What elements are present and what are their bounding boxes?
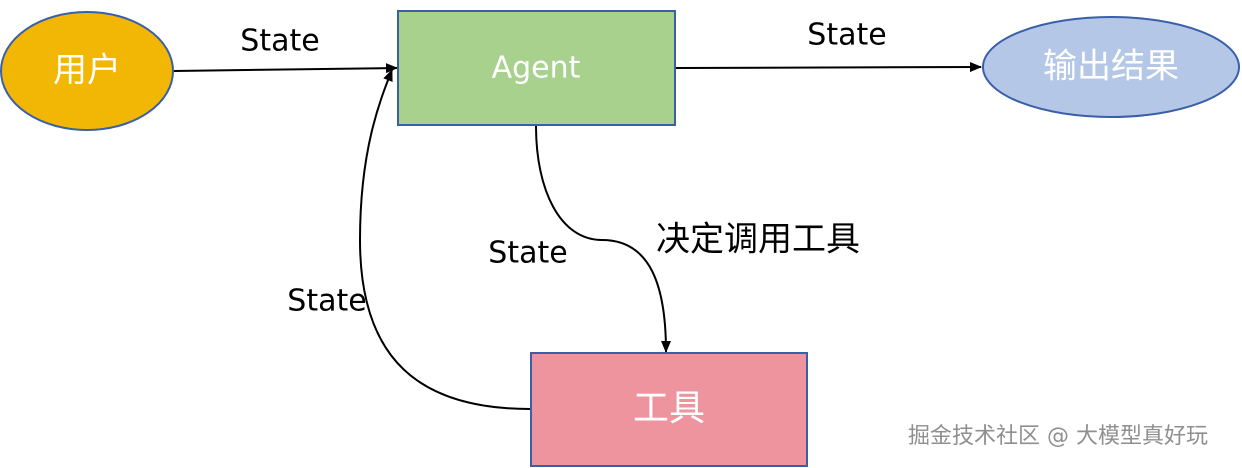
label-agent-to-tool-decision: 决定调用工具 <box>656 220 860 260</box>
tool-label: 工具 <box>633 388 705 429</box>
user-ellipse <box>0 11 174 131</box>
edge-tool-to-agent <box>358 69 531 410</box>
label-tool-to-agent: State <box>287 284 366 319</box>
label-agent-to-output: State <box>807 18 886 53</box>
node-agent: Agent <box>397 10 676 126</box>
edge-agent-to-tool <box>535 125 671 353</box>
agent-label: Agent <box>492 51 581 86</box>
edge-agent-to-output <box>675 62 982 73</box>
tool-box <box>530 352 808 467</box>
watermark: 掘金技术社区 @ 大模型真好玩 <box>908 424 1208 449</box>
node-tool: 工具 <box>530 352 808 467</box>
user-label: 用户 <box>53 51 121 91</box>
edges <box>173 62 982 410</box>
label-agent-to-tool-state: State <box>488 236 567 271</box>
node-output: 输出结果 <box>982 16 1240 118</box>
node-user: 用户 <box>0 11 174 131</box>
output-label: 输出结果 <box>1043 47 1179 87</box>
output-ellipse <box>982 16 1240 118</box>
edge-user-to-agent <box>173 63 398 74</box>
agent-box <box>397 10 676 126</box>
label-user-to-agent: State <box>240 24 319 59</box>
